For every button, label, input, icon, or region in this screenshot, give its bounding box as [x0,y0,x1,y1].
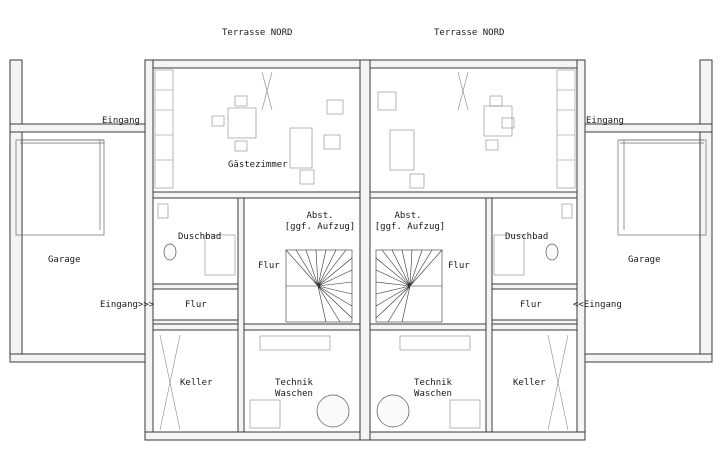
abst-note-left: [ggf. Aufzug] [284,222,356,232]
terrace-label-left: Terrasse NORD [222,28,293,38]
entrance-label-top-left: Eingang [102,116,140,126]
waschen-label-right: Waschen [414,389,452,399]
staircase-left [285,249,353,323]
flur-label-left-hall: Flur [258,261,280,271]
garage-label-left: Garage [48,255,81,265]
staircase-right [375,249,443,323]
flur-label-right-hall: Flur [448,261,470,271]
keller-label-right: Keller [513,378,546,388]
kitchen-fixtures [154,69,576,189]
keller-shelves [159,334,569,431]
furniture [211,91,515,189]
shower-label-right: Duschbad [505,232,549,242]
waschen-label-left: Waschen [275,389,313,399]
abst-note-right: [ggf. Aufzug] [374,222,446,232]
abst-label-right: Abst. [394,211,422,221]
entrance-label-side-left: Eingang>>> [100,300,155,310]
garage-right [577,59,713,363]
keller-label-left: Keller [180,378,213,388]
terrace-label-right: Terrasse NORD [434,28,505,38]
guest-room-label: Gästezimmer [228,160,288,170]
shower-label-left: Duschbad [178,232,222,242]
technik-appliances [249,335,481,429]
entrance-label-side-right: <<Eingang [573,300,622,310]
garage-label-right: Garage [628,255,661,265]
flur-label-right-small: Flur [520,300,542,310]
house-walls [144,59,586,441]
technik-label-right: Technik [414,378,452,388]
garage-left [9,59,151,363]
technik-label-left: Technik [275,378,313,388]
flur-label-left-small: Flur [185,300,207,310]
abst-label-left: Abst. [306,211,334,221]
bathroom-fixtures [157,203,573,276]
entrance-label-top-right: Eingang [586,116,624,126]
